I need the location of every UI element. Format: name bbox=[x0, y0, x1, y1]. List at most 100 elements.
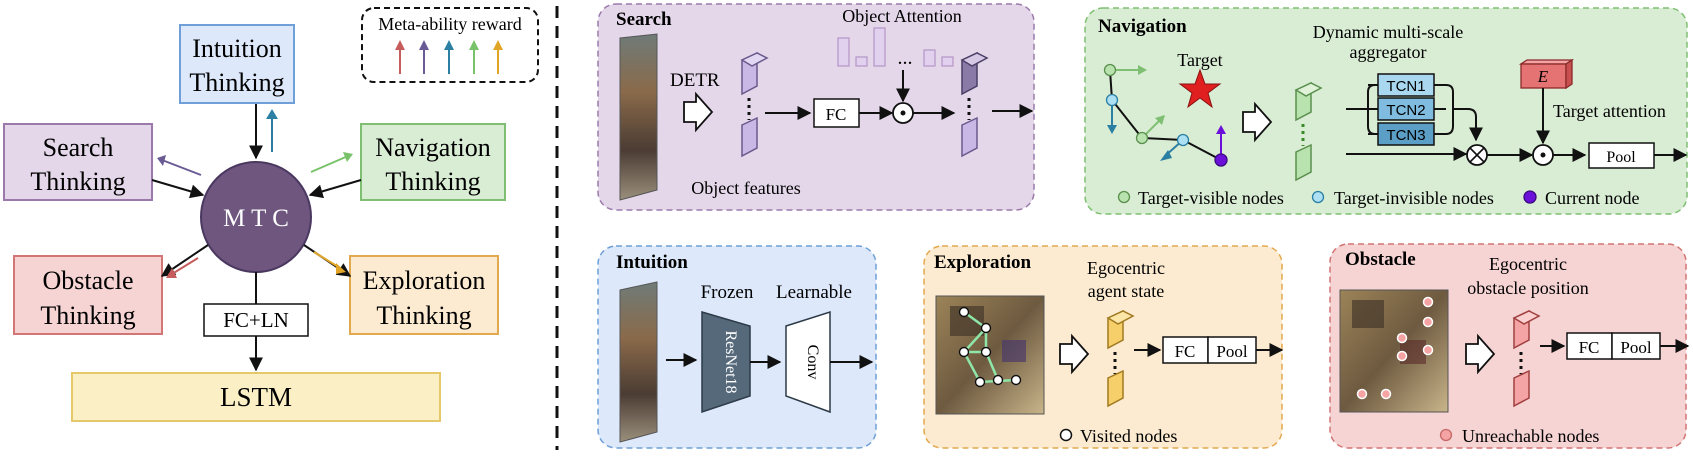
exploration-state-label-2: agent state bbox=[1088, 281, 1164, 301]
mtc-node: M T C bbox=[200, 161, 312, 273]
intuition-frozen-label: Frozen bbox=[701, 282, 754, 303]
obstacle-position-features bbox=[1512, 309, 1541, 408]
reward-arrow-exploration bbox=[313, 251, 341, 269]
obstacle-panel-title: Obstacle bbox=[1345, 249, 1416, 270]
tcn3-block bbox=[1377, 122, 1435, 146]
legend-arrowhead-purple bbox=[419, 40, 429, 50]
tcn1-label: TCN1 bbox=[1386, 78, 1425, 95]
legend-arrowhead-red bbox=[395, 40, 405, 50]
search-observation-image bbox=[619, 33, 658, 201]
exploration-fc-box bbox=[1162, 336, 1209, 364]
search-object-attention-label: Object Attention bbox=[842, 6, 961, 26]
reward-legend-title: Meta-ability reward bbox=[378, 14, 521, 34]
arrow-mtc-to-obstacle bbox=[160, 244, 209, 277]
target-star-icon bbox=[1178, 68, 1222, 109]
navigation-thinking-box: Navigation Thinking bbox=[360, 123, 506, 201]
intuition-panel-title: Intuition bbox=[616, 252, 688, 273]
navigation-panel: Navigation Target bbox=[1084, 7, 1688, 215]
aggregator-label-2: aggregator bbox=[1350, 42, 1427, 62]
exploration-state-label-1: Egocentric bbox=[1087, 258, 1165, 278]
tcn-blocks: TCN1 TCN2 TCN3 bbox=[1377, 73, 1435, 146]
navigation-legend: Target-visible nodes Target-invisible no… bbox=[1117, 188, 1639, 208]
exploration-pool-label: Pool bbox=[1216, 342, 1247, 361]
target-embedding-block: E bbox=[1518, 58, 1575, 90]
legend-unreachable-node-icon bbox=[1439, 428, 1453, 442]
legend-arrowhead-blue bbox=[444, 40, 454, 50]
exploration-fc-label: FC bbox=[1175, 342, 1196, 361]
navigation-hollow-arrow bbox=[1242, 101, 1273, 143]
reward-arrowhead-intuition bbox=[266, 109, 278, 119]
obstacle-fc-label: FC bbox=[1579, 338, 1600, 357]
obstacle-hollow-arrow bbox=[1465, 333, 1496, 375]
search-output-features bbox=[960, 51, 989, 158]
navigation-panel-title: Navigation bbox=[1098, 16, 1187, 37]
legend-arrowhead-orange bbox=[493, 40, 503, 50]
reward-arrowhead-navigation bbox=[343, 152, 353, 162]
resnet-label: ResNet18 bbox=[722, 330, 739, 393]
obstacle-pos-label-1: Egocentric bbox=[1489, 254, 1567, 274]
search-detr-label: DETR bbox=[670, 70, 720, 91]
tcn3-label: TCN3 bbox=[1386, 127, 1425, 144]
search-thinking-label-2: Thinking bbox=[30, 167, 125, 196]
tcn2-label: TCN2 bbox=[1386, 102, 1425, 119]
exploration-hollow-arrow bbox=[1059, 333, 1090, 375]
search-fc-label: FC bbox=[826, 105, 847, 124]
tcn1-block bbox=[1377, 73, 1435, 97]
exploration-pool-box bbox=[1207, 336, 1257, 364]
unreachable-nodes bbox=[1356, 296, 1434, 400]
navigation-thinking-label-2: Thinking bbox=[385, 167, 480, 196]
aggregator-label-1: Dynamic multi-scale bbox=[1313, 22, 1463, 42]
lstm-box: LSTM bbox=[71, 372, 441, 422]
exploration-thinking-box: Exploration Thinking bbox=[349, 255, 499, 335]
navigation-thinking-label-1: Navigation bbox=[375, 133, 491, 162]
legend-visible-node-icon bbox=[1117, 190, 1131, 204]
reward-arrowhead-search bbox=[157, 155, 166, 166]
intuition-learnable-label: Learnable bbox=[776, 282, 852, 303]
intuition-thinking-label-2: Thinking bbox=[189, 68, 284, 97]
legend-visited-node-icon bbox=[1059, 428, 1073, 442]
legend-invisible-label: Target-invisible nodes bbox=[1334, 188, 1494, 208]
search-panel: Search DETR FC Object Attention ... bbox=[597, 3, 1035, 211]
exploration-state-features bbox=[1106, 309, 1135, 408]
reward-arrowhead-obstacle bbox=[166, 268, 177, 278]
search-thinking-box: Search Thinking bbox=[3, 123, 153, 201]
exploration-panel: Exploration Egocentric agent state bbox=[923, 245, 1284, 449]
object-attention-bars bbox=[837, 27, 954, 67]
legend-visible-label: Target-visible nodes bbox=[1138, 188, 1284, 208]
exploration-legend-label: Visited nodes bbox=[1080, 426, 1177, 446]
obstacle-legend-label: Unreachable nodes bbox=[1462, 426, 1599, 446]
fcln-box: FC+LN bbox=[203, 303, 309, 337]
reward-arrowhead-exploration bbox=[336, 263, 346, 274]
search-thinking-label-1: Search bbox=[43, 133, 114, 162]
lstm-label: LSTM bbox=[220, 382, 292, 412]
reward-arrow-search bbox=[161, 159, 202, 176]
search-object-features-label: Object features bbox=[691, 178, 800, 198]
reward-legend-arrows bbox=[395, 40, 503, 74]
fcln-label: FC+LN bbox=[223, 308, 289, 332]
exploration-thinking-label-1: Exploration bbox=[363, 266, 486, 295]
legend-current-label: Current node bbox=[1545, 188, 1639, 208]
resnet-block bbox=[701, 311, 751, 414]
conv-label: Conv bbox=[804, 345, 821, 380]
reward-arrows bbox=[157, 109, 353, 278]
tcn-branches bbox=[1346, 84, 1483, 142]
obstacle-pool-label: Pool bbox=[1620, 338, 1651, 357]
conv-block bbox=[785, 310, 831, 414]
legend-arrowhead-green bbox=[469, 40, 479, 50]
legend-current-node-icon bbox=[1523, 190, 1537, 204]
search-object-features bbox=[740, 51, 769, 158]
intuition-thinking-box: Intuition Thinking bbox=[179, 24, 295, 104]
obstacle-thinking-label-1: Obstacle bbox=[43, 266, 134, 295]
target-embedding-label: E bbox=[1537, 67, 1549, 86]
obstacle-pos-label-2: obstacle position bbox=[1467, 278, 1588, 298]
reward-arrow-obstacle bbox=[171, 257, 199, 275]
search-fc-box bbox=[813, 98, 860, 128]
target-attention-label: Target attention bbox=[1553, 101, 1666, 121]
obstacle-panel: Obstacle Egocentric obstacle position FC… bbox=[1329, 243, 1690, 449]
navigation-graph bbox=[1103, 63, 1228, 167]
reward-arrow-navigation bbox=[310, 155, 349, 173]
obstacle-thinking-label-2: Thinking bbox=[40, 301, 135, 330]
search-panel-title: Search bbox=[616, 9, 672, 30]
intuition-thinking-label-1: Intuition bbox=[192, 34, 282, 63]
